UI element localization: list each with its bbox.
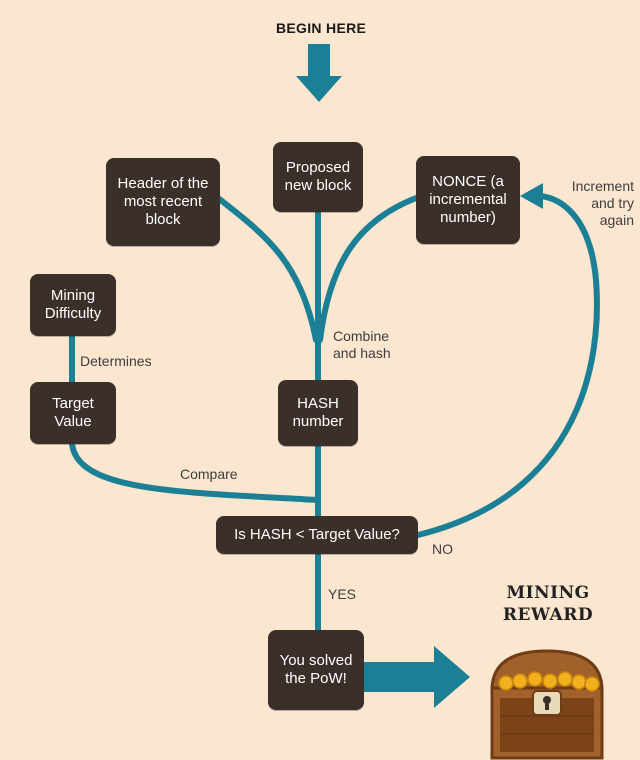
combine-hash-label: Combine and hash (333, 328, 391, 361)
solved-node: You solved the PoW! (268, 630, 364, 710)
determines-label: Determines (80, 353, 152, 369)
nonce-node: NONCE (a incremental number) (416, 156, 520, 244)
mining-reward-label: MINING REWARD (502, 583, 594, 625)
solved-label: You solved the PoW! (279, 652, 353, 687)
connector-no-loop (415, 193, 600, 538)
header-block-label: Header of the most recent block (117, 175, 209, 228)
increment-label: Increment and try again (571, 178, 634, 228)
reward-arrow (362, 646, 470, 708)
yes-label: YES (328, 586, 357, 602)
mining-difficulty-node: Mining Difficulty (30, 274, 116, 336)
treasure-chest-icon (490, 649, 604, 760)
hash-number-label: HASH number (292, 395, 344, 430)
target-value-label: Target Value (52, 395, 94, 430)
connector-header-to-hash (215, 195, 319, 343)
mining-difficulty-label: Mining Difficulty (44, 287, 102, 322)
compare-label: Compare (180, 466, 238, 482)
no-label: NO (432, 541, 453, 557)
nonce-label: NONCE (a incremental number) (429, 173, 507, 226)
target-value-node: Target Value (30, 382, 116, 444)
hash-number-node: HASH number (278, 380, 358, 446)
begin-arrow (296, 44, 342, 102)
connector-nonce-to-hash (317, 195, 419, 343)
decision-node: Is HASH < Target Value? (216, 516, 418, 554)
connector-target-to-compare (69, 441, 321, 503)
decision-label: Is HASH < Target Value? (234, 526, 400, 543)
proposed-block-label: Proposed new block (284, 159, 352, 194)
proposed-block-node: Proposed new block (273, 142, 363, 212)
header-block-node: Header of the most recent block (106, 158, 220, 246)
begin-here-title: BEGIN HERE (276, 20, 367, 36)
loop-arrowhead (520, 183, 543, 209)
